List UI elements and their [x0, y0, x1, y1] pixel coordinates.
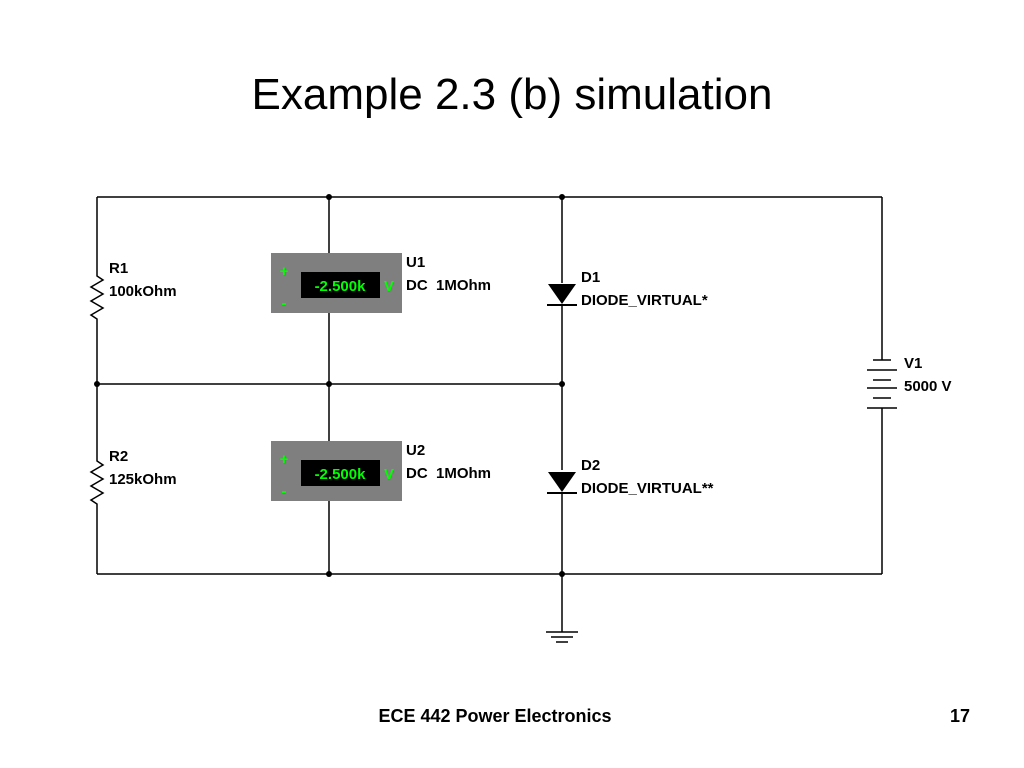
r1-ref: R1 — [109, 260, 128, 277]
u2-unit: V — [384, 466, 394, 483]
u1-mode: DC 1MOhm — [406, 277, 491, 294]
r2-value: 125kOhm — [109, 471, 177, 488]
u1-ref: U1 — [406, 254, 425, 271]
v1-battery-symbol — [867, 359, 897, 409]
u1-meter-screen — [301, 272, 380, 298]
d1-model: DIODE_VIRTUAL* — [581, 292, 708, 309]
r2-ref: R2 — [109, 448, 128, 465]
u1-voltmeter: -2.500k V + - — [271, 253, 402, 313]
slide-title: Example 2.3 (b) simulation — [251, 70, 773, 119]
wires — [89, 196, 883, 632]
ground-icon — [546, 631, 578, 643]
d2-ref: D2 — [581, 457, 600, 474]
u2-plus-terminal: + — [280, 451, 289, 468]
footer-course: ECE 442 Power Electronics — [378, 706, 612, 726]
u2-mode: DC 1MOhm — [406, 465, 491, 482]
junction-dots — [94, 194, 565, 577]
d1-ref: D1 — [581, 269, 600, 286]
r1-value: 100kOhm — [109, 283, 177, 300]
r2-resistor — [89, 448, 105, 574]
v1-value: 5000 V — [904, 378, 952, 395]
circuit-diagram: -2.500k V + - -2.500k V + - R1 100kOhm R… — [89, 194, 952, 643]
u2-meter-screen — [301, 460, 380, 486]
u2-voltmeter: -2.500k V + - — [271, 441, 402, 501]
d2-model: DIODE_VIRTUAL** — [581, 480, 714, 497]
u1-unit: V — [384, 278, 394, 295]
d1-diode-symbol — [547, 284, 577, 306]
u1-reading: -2.500k — [315, 278, 367, 295]
u2-ref: U2 — [406, 442, 425, 459]
page-number: 17 — [949, 706, 970, 726]
u2-reading: -2.500k — [315, 466, 367, 483]
u1-minus-terminal: - — [282, 295, 287, 312]
r1-resistor — [89, 262, 105, 384]
u2-minus-terminal: - — [282, 483, 287, 500]
v1-ref: V1 — [904, 355, 922, 372]
d2-diode-symbol — [547, 472, 577, 494]
u1-plus-terminal: + — [280, 263, 289, 280]
